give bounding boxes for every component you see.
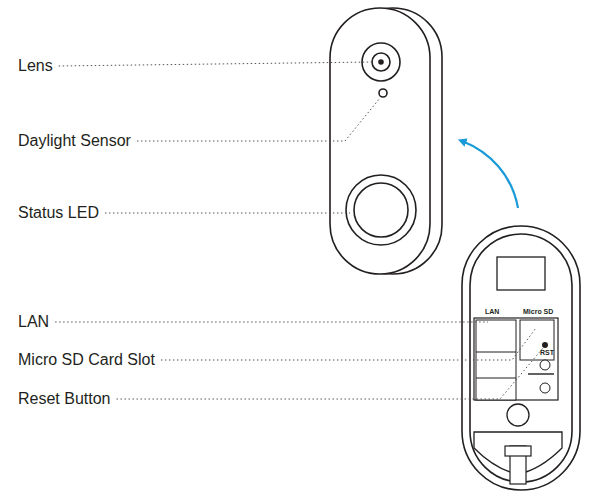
screw-hole (540, 383, 550, 393)
part-label: Daylight Sensor (18, 133, 131, 149)
printed-marking: RST (540, 349, 554, 356)
lens (372, 53, 390, 71)
back-window (497, 257, 545, 290)
leader-line (117, 348, 544, 399)
leader-line (137, 98, 380, 141)
leader-line (55, 322, 488, 323)
port-panel (474, 318, 558, 400)
front-view (330, 8, 442, 274)
part-label: Status LED (18, 205, 99, 221)
button (354, 183, 408, 237)
leader-line (161, 328, 536, 360)
part-label: Reset Button (18, 391, 111, 407)
reset-button (543, 343, 547, 347)
leader-line (59, 62, 372, 66)
button-ring (346, 175, 416, 245)
back-housing (462, 226, 580, 490)
part-label: Lens (18, 58, 53, 74)
part-label: LAN (18, 314, 49, 330)
daylight-sensor (379, 89, 387, 97)
printed-marking: LAN (485, 308, 499, 315)
bracket-tab (505, 446, 531, 456)
screw-hole (540, 360, 550, 370)
part-label: Micro SD Card Slot (18, 352, 155, 368)
back-hole (507, 404, 529, 426)
printed-marking: Micro SD (523, 308, 553, 315)
lens-center (379, 60, 383, 64)
back-view (462, 226, 580, 490)
back-inner (470, 234, 572, 482)
leader-line (105, 213, 350, 214)
sd-slot (520, 320, 554, 360)
flip-arrow (462, 141, 518, 208)
